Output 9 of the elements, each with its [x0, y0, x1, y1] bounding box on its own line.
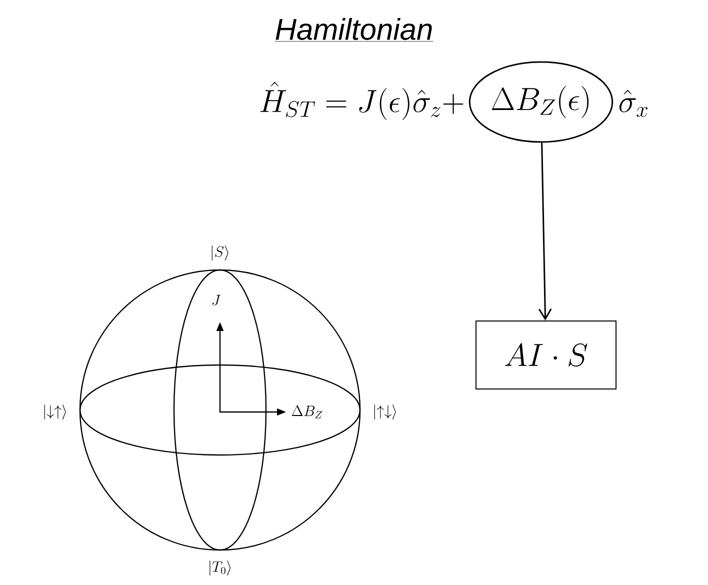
axis-label: $J$ [212, 294, 221, 306]
state-label: $|T_{0}\rangle$ [210, 560, 231, 576]
state-label: $|{\uparrow}{\downarrow}\rangle$ [374, 404, 396, 420]
result-box: $AI \cdot S$ [476, 320, 616, 390]
axis-label: $\Delta B_{Z}$ [292, 405, 322, 418]
arrow [538, 142, 552, 320]
title: Hamiltonian [274, 18, 434, 42]
state-label: $|S\rangle$ [212, 246, 228, 260]
state-label: $|{\downarrow}{\uparrow}\rangle$ [44, 404, 66, 420]
